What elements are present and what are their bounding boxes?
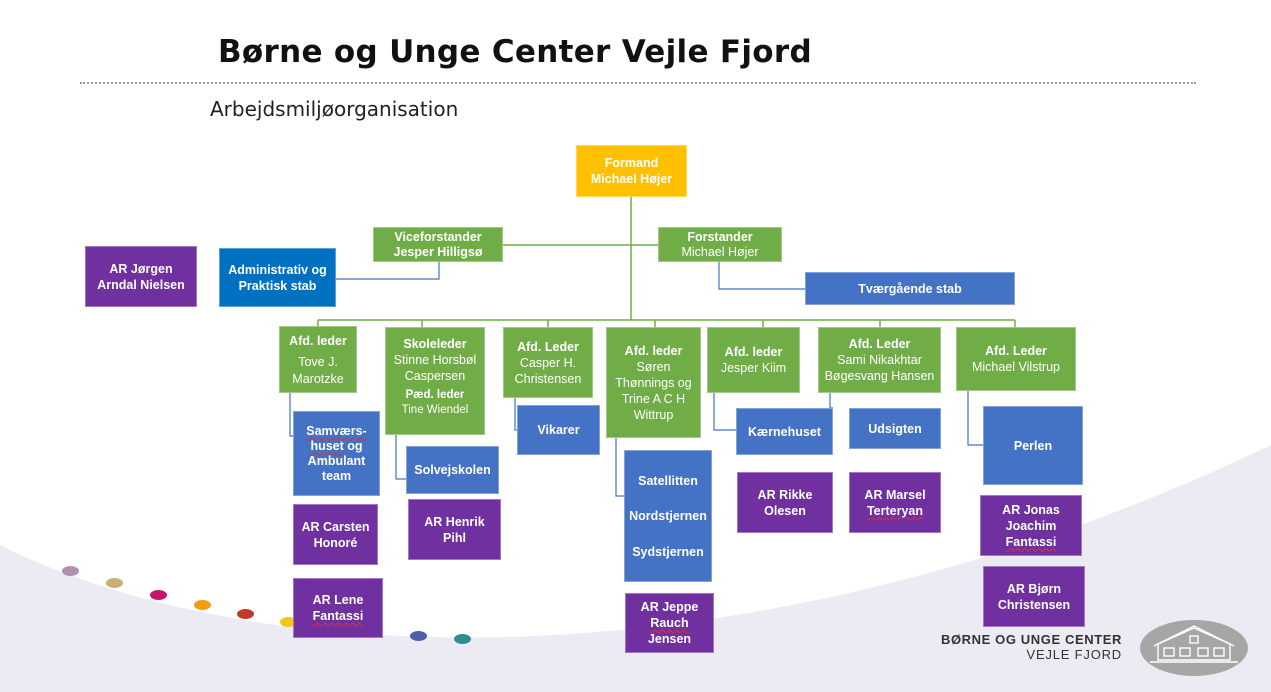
formand-box: Formand Michael Højer: [576, 145, 687, 197]
tvaergaaende-stab-box: Tværgående stab: [805, 272, 1015, 305]
col2-ar-box: AR Henrik Pihl: [408, 499, 501, 560]
page-title: Børne og Unge Center Vejle Fjord: [218, 34, 812, 70]
col7-ar-box-1: AR Jonas Joachim Fantassi: [980, 495, 1082, 556]
viceforstander-box: Viceforstander Jesper Hilligsø: [373, 227, 503, 262]
col1-leader-box: Afd. leder Tove J. Marotzke: [279, 326, 357, 393]
col4-ar-box: AR Jeppe Rauch Jensen: [625, 593, 714, 653]
col7-unit-box: Perlen: [983, 406, 1083, 485]
decor-dot: [150, 590, 167, 600]
col1-ar-box-2: AR Lene Fantassi: [293, 578, 383, 638]
col1-unit-box: Samværs- huset og Ambulant team: [293, 411, 380, 496]
logo-house-icon: [1140, 620, 1248, 676]
decor-dot: [410, 631, 427, 641]
col6-leader-box: Afd. Leder Sami Nikakhtar Bøgesvang Hans…: [818, 327, 941, 393]
col4-units-box: Satellitten Nordstjernen Sydstjernen: [624, 450, 712, 582]
decor-dot: [194, 600, 211, 610]
col2-leader-box: Skoleleder Stinne Horsbøl Caspersen Pæd.…: [385, 327, 485, 435]
col3-leader-box: Afd. Leder Casper H. Christensen: [503, 327, 593, 398]
ar-top-box: AR Jørgen Arndal Nielsen: [85, 246, 197, 307]
col6-unit-box: Udsigten: [849, 408, 941, 449]
col1-ar-box-1: AR Carsten Honoré: [293, 504, 378, 565]
col5-ar-box: AR Rikke Olesen: [737, 472, 833, 533]
decor-dot: [62, 566, 79, 576]
col7-ar-box-2: AR Bjørn Christensen: [983, 566, 1085, 627]
logo-text: BØRNE OG UNGE CENTER VEJLE FJORD: [940, 632, 1122, 662]
decor-dot: [454, 634, 471, 644]
col2-unit-box: Solvejskolen: [406, 446, 499, 494]
dotted-divider: [80, 82, 1196, 84]
decor-dot: [280, 617, 297, 627]
decor-dot: [106, 578, 123, 588]
col5-unit-box: Kærnehuset: [736, 408, 833, 455]
forstander-box: Forstander Michael Højer: [658, 227, 782, 262]
col3-unit-box: Vikarer: [517, 405, 600, 455]
admin-stab-box: Administrativ og Praktisk stab: [219, 248, 336, 307]
col6-ar-box: AR Marsel Terteryan: [849, 472, 941, 533]
col4-leader-box: Afd. leder Søren Thønnings og Trine A C …: [606, 327, 701, 438]
col5-leader-box: Afd. leder Jesper Kiim: [707, 327, 800, 393]
col7-leader-box: Afd. Leder Michael Vilstrup: [956, 327, 1076, 391]
decor-dot: [237, 609, 254, 619]
page-subtitle: Arbejdsmiljøorganisation: [210, 97, 459, 121]
